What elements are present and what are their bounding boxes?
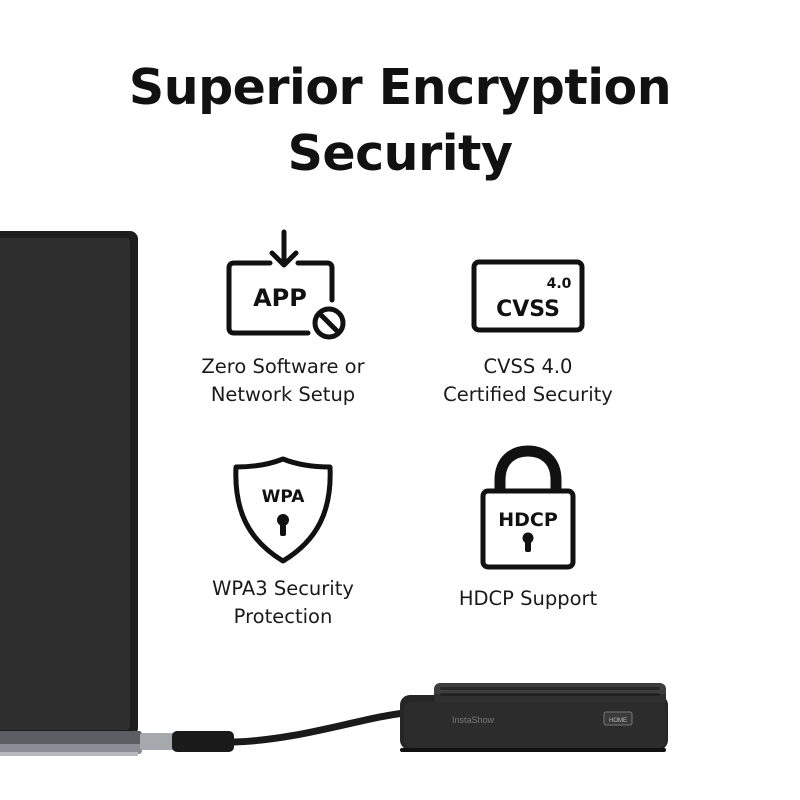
feature-wpa3-label: WPA3 Security Protection [212, 577, 354, 628]
feature-cvss-label: CVSS 4.0 Certified Security [443, 355, 613, 406]
laptop-illustration [0, 231, 142, 756]
wireless-presentation-device [400, 683, 668, 752]
page-title-line1: Superior Encryption [128, 59, 672, 116]
svg-text:4.0: 4.0 [547, 276, 572, 292]
cvss-badge-icon: 4.0 CVSS [471, 259, 585, 333]
feature-zero-setup: APP Zero Software or Network Setup [153, 228, 413, 409]
feature-cvss: 4.0 CVSS CVSS 4.0 Certified Security [398, 228, 658, 409]
feature-hdcp-label: HDCP Support [458, 587, 598, 610]
feature-zero-setup-label: Zero Software or Network Setup [201, 355, 365, 406]
device-home-button-label: HOME [609, 718, 627, 724]
svg-text:CVSS: CVSS [496, 297, 560, 322]
feature-hdcp: HDCP HDCP Support [398, 445, 658, 613]
svg-text:APP: APP [253, 284, 307, 312]
shield-keyhole-icon: WPA [233, 456, 333, 564]
svg-text:WPA: WPA [262, 487, 306, 507]
page-title: Superior Encryption Security [0, 55, 800, 187]
feature-wpa3: WPA WPA3 Security Protection [153, 455, 413, 631]
usb-cable [140, 709, 409, 752]
app-download-blocked-icon: APP [226, 229, 346, 340]
page-title-line2: Security [287, 125, 513, 182]
svg-text:HDCP: HDCP [498, 509, 558, 531]
padlock-icon: HDCP [480, 445, 576, 570]
device-brand-text: InstaShow [452, 715, 495, 725]
